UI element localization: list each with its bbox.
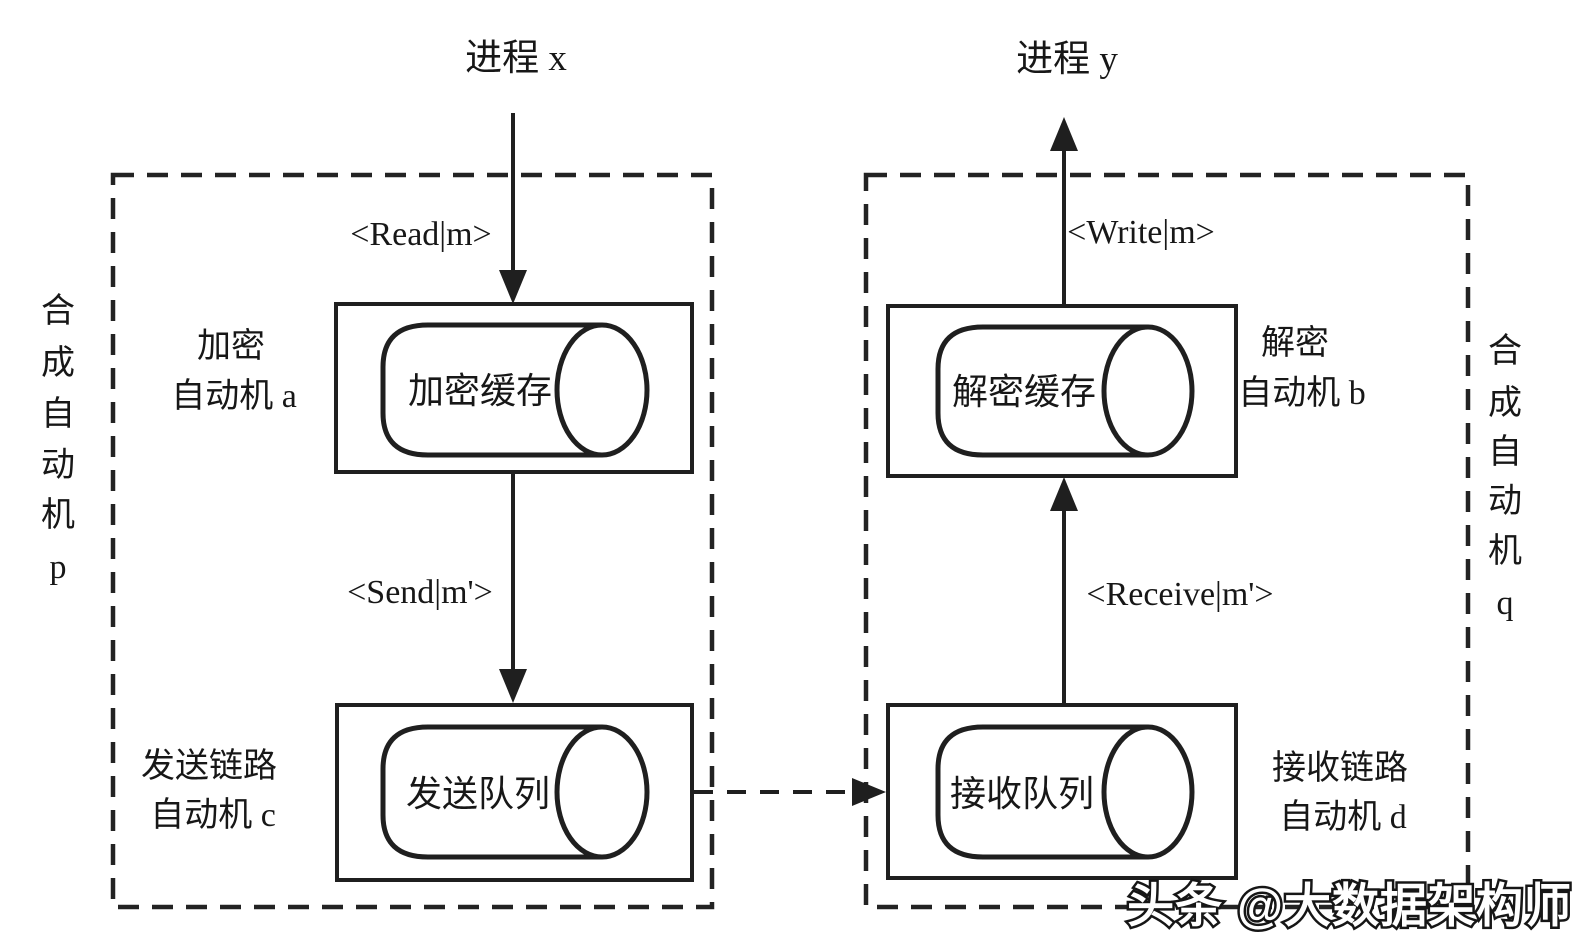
group-q-char-3: 动 [1488,483,1522,520]
group-q-char-5: q [1497,585,1514,622]
group-q-char-1: 成 [1488,384,1522,422]
receive-queue-label: 接收队列 [950,774,1094,814]
group-p-char-1: 成 [41,344,75,382]
decrypt-machine-box: 解密缓存 [886,304,1238,478]
receive-link-machine-box: 接收队列 [886,703,1238,880]
receive-queue-cylinder-end [1101,724,1195,860]
encrypt-machine-box: 加密缓存 [334,302,694,474]
receive-link-machine-label: 接收链路 自动机 d [1272,749,1408,836]
decrypt-machine-label-line1: 解密 [1261,324,1329,362]
receive-arrow [1050,477,1078,704]
write-arrow-head [1050,117,1078,151]
write-message-label: <Write|m> [1067,214,1215,251]
read-arrow [499,113,527,304]
encrypt-buffer-cylinder-end [554,322,650,458]
decrypt-buffer-label: 解密缓存 [952,372,1096,412]
group-p-char-5: p [50,549,67,586]
encrypt-machine-label: 加密 自动机 a [171,327,297,415]
group-p-vertical-label: 合 成 自 动 机 p [41,292,75,586]
encrypt-machine-label-line1: 加密 [197,327,265,365]
receive-link-label-line2: 自动机 d [1279,798,1407,836]
link-transfer-arrow-head [852,778,886,806]
send-arrow-head [499,669,527,703]
send-link-machine-label: 发送链路 自动机 c [141,747,277,834]
group-q-char-4: 机 [1488,532,1522,570]
send-queue-cylinder-body [380,724,602,860]
send-queue-cylinder-end [554,724,650,860]
write-arrow [1050,117,1078,306]
decrypt-buffer-cylinder-body [935,324,1148,458]
group-p-char-4: 机 [41,496,75,534]
receive-link-label-line1: 接收链路 [1272,749,1408,787]
group-q-char-0: 合 [1488,332,1522,370]
read-message-label: <Read|m> [350,216,491,253]
group-q-vertical-label: 合 成 自 动 机 q [1488,332,1522,622]
send-link-label-line1: 发送链路 [141,747,277,785]
process-x-label: 进程 x [465,38,567,79]
encrypt-buffer-label: 加密缓存 [408,371,552,411]
group-q-dashed-box [863,172,1471,910]
decrypt-buffer-cylinder-end [1101,324,1195,458]
group-p-char-3: 动 [41,447,75,484]
encrypt-machine-label-line2: 自动机 a [171,377,297,415]
process-y-label: 进程 y [1016,39,1118,80]
link-transfer-arrow [694,778,886,806]
decrypt-machine-label-line2: 自动机 b [1238,374,1366,412]
send-queue-label: 发送队列 [406,774,550,814]
send-link-label-line2: 自动机 c [150,796,276,834]
receive-message-label: <Receive|m'> [1086,576,1273,613]
group-p-char-2: 自 [41,395,75,433]
send-arrow [499,473,527,703]
group-q-char-2: 自 [1488,433,1522,471]
group-p-dashed-box [110,172,715,910]
read-arrow-head [499,270,527,304]
encrypt-buffer-cylinder-body [380,322,602,458]
decrypt-machine-label: 解密 自动机 b [1238,324,1366,412]
watermark-text: 头条 @大数据架构师 [1127,879,1572,932]
group-p-char-0: 合 [41,292,75,330]
send-link-machine-box: 发送队列 [335,703,694,882]
send-message-label: <Send|m'> [347,574,493,611]
receive-arrow-head [1050,477,1078,511]
receive-queue-cylinder-body [935,724,1148,860]
